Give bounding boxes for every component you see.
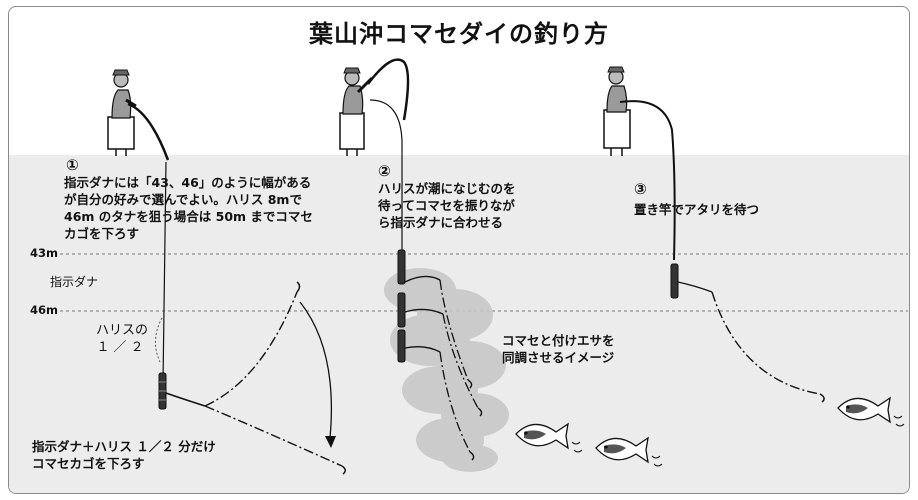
rod-1: [127, 102, 170, 161]
comase-basket-1: [158, 372, 167, 410]
lower-note-line-2: コマセカゴを下ろす: [32, 456, 145, 471]
step-3-text: 置き竿でアタリを待つ: [634, 202, 760, 217]
diagram-title: 葉山沖コマセダイの釣り方: [309, 20, 609, 48]
hook-1-top: [296, 281, 301, 293]
step-2-line-1: ハリスが潮になじむのを: [378, 181, 516, 196]
depth-label-46m: 46m: [30, 303, 58, 317]
step-3-number: ③: [634, 180, 647, 198]
angler-1-illustration: [107, 69, 137, 156]
depth-label-43m: 43m: [30, 246, 58, 260]
hook-1-bottom: [341, 465, 346, 475]
harisu-1-rising: [204, 291, 298, 407]
angler-2-illustration: [339, 67, 374, 156]
step-2-line-2: 待ってコマセを振りなが: [378, 198, 515, 213]
step-2-line-3: ら指示ダナに合わせる: [378, 215, 504, 230]
fish-1: [515, 422, 583, 453]
step-2-number: ②: [378, 162, 391, 180]
harisu-half-bracket: [155, 317, 163, 363]
sync-note-line-1: コマセと付けエサを: [502, 333, 615, 348]
harisu-half-label: ハリスの １／２: [96, 322, 148, 356]
comase-basket-3: [670, 263, 679, 299]
motion-arrow-1: [299, 301, 333, 439]
lower-basket-note: 指示ダナ＋ハリス １／２ 分だけ コマセカゴを下ろす: [32, 438, 216, 472]
step-1-text: 指示ダナには「43、46」のように幅がある が自分の好みで選んでよい。ハリス 8…: [64, 174, 313, 242]
harisu-half-line-1: ハリスの: [96, 323, 149, 338]
line-1: [162, 161, 167, 384]
step-1-line-2: が自分の好みで選んでよい。ハリス 8mで: [64, 192, 302, 207]
harisu-3: [711, 291, 821, 395]
step-1-line-3: 46m のタナを狙う場合は 50m までコマセ: [64, 209, 313, 224]
comase-cloud: [384, 268, 509, 472]
step-1-line-4: カゴを下ろす: [64, 226, 140, 241]
harisu-half-line-2: １／２: [96, 340, 148, 355]
rod-2: [367, 58, 410, 121]
angler-3-illustration: [603, 66, 631, 156]
line-2: [369, 99, 403, 250]
step-1-line-1: 指示ダナには「43、46」のように幅がある: [64, 175, 312, 190]
comase-basket-2-positions: [397, 249, 406, 363]
rod-3: [619, 100, 676, 261]
step-2-text: ハリスが潮になじむのを 待ってコマセを振りなが ら指示ダナに合わせる: [378, 180, 516, 231]
tenbin-1: [165, 392, 206, 407]
step-1-number: ①: [66, 156, 79, 174]
sync-note-line-2: 同調させるイメージ: [502, 350, 615, 365]
sync-note: コマセと付けエサを 同調させるイメージ: [502, 332, 615, 366]
fish-3: [837, 396, 905, 427]
harisu-1-drooping: [204, 405, 343, 467]
fish-2: [595, 436, 663, 467]
depth-range-label: 指示ダナ: [50, 275, 99, 289]
lower-note-line-1: 指示ダナ＋ハリス １／２ 分だけ: [32, 439, 216, 454]
